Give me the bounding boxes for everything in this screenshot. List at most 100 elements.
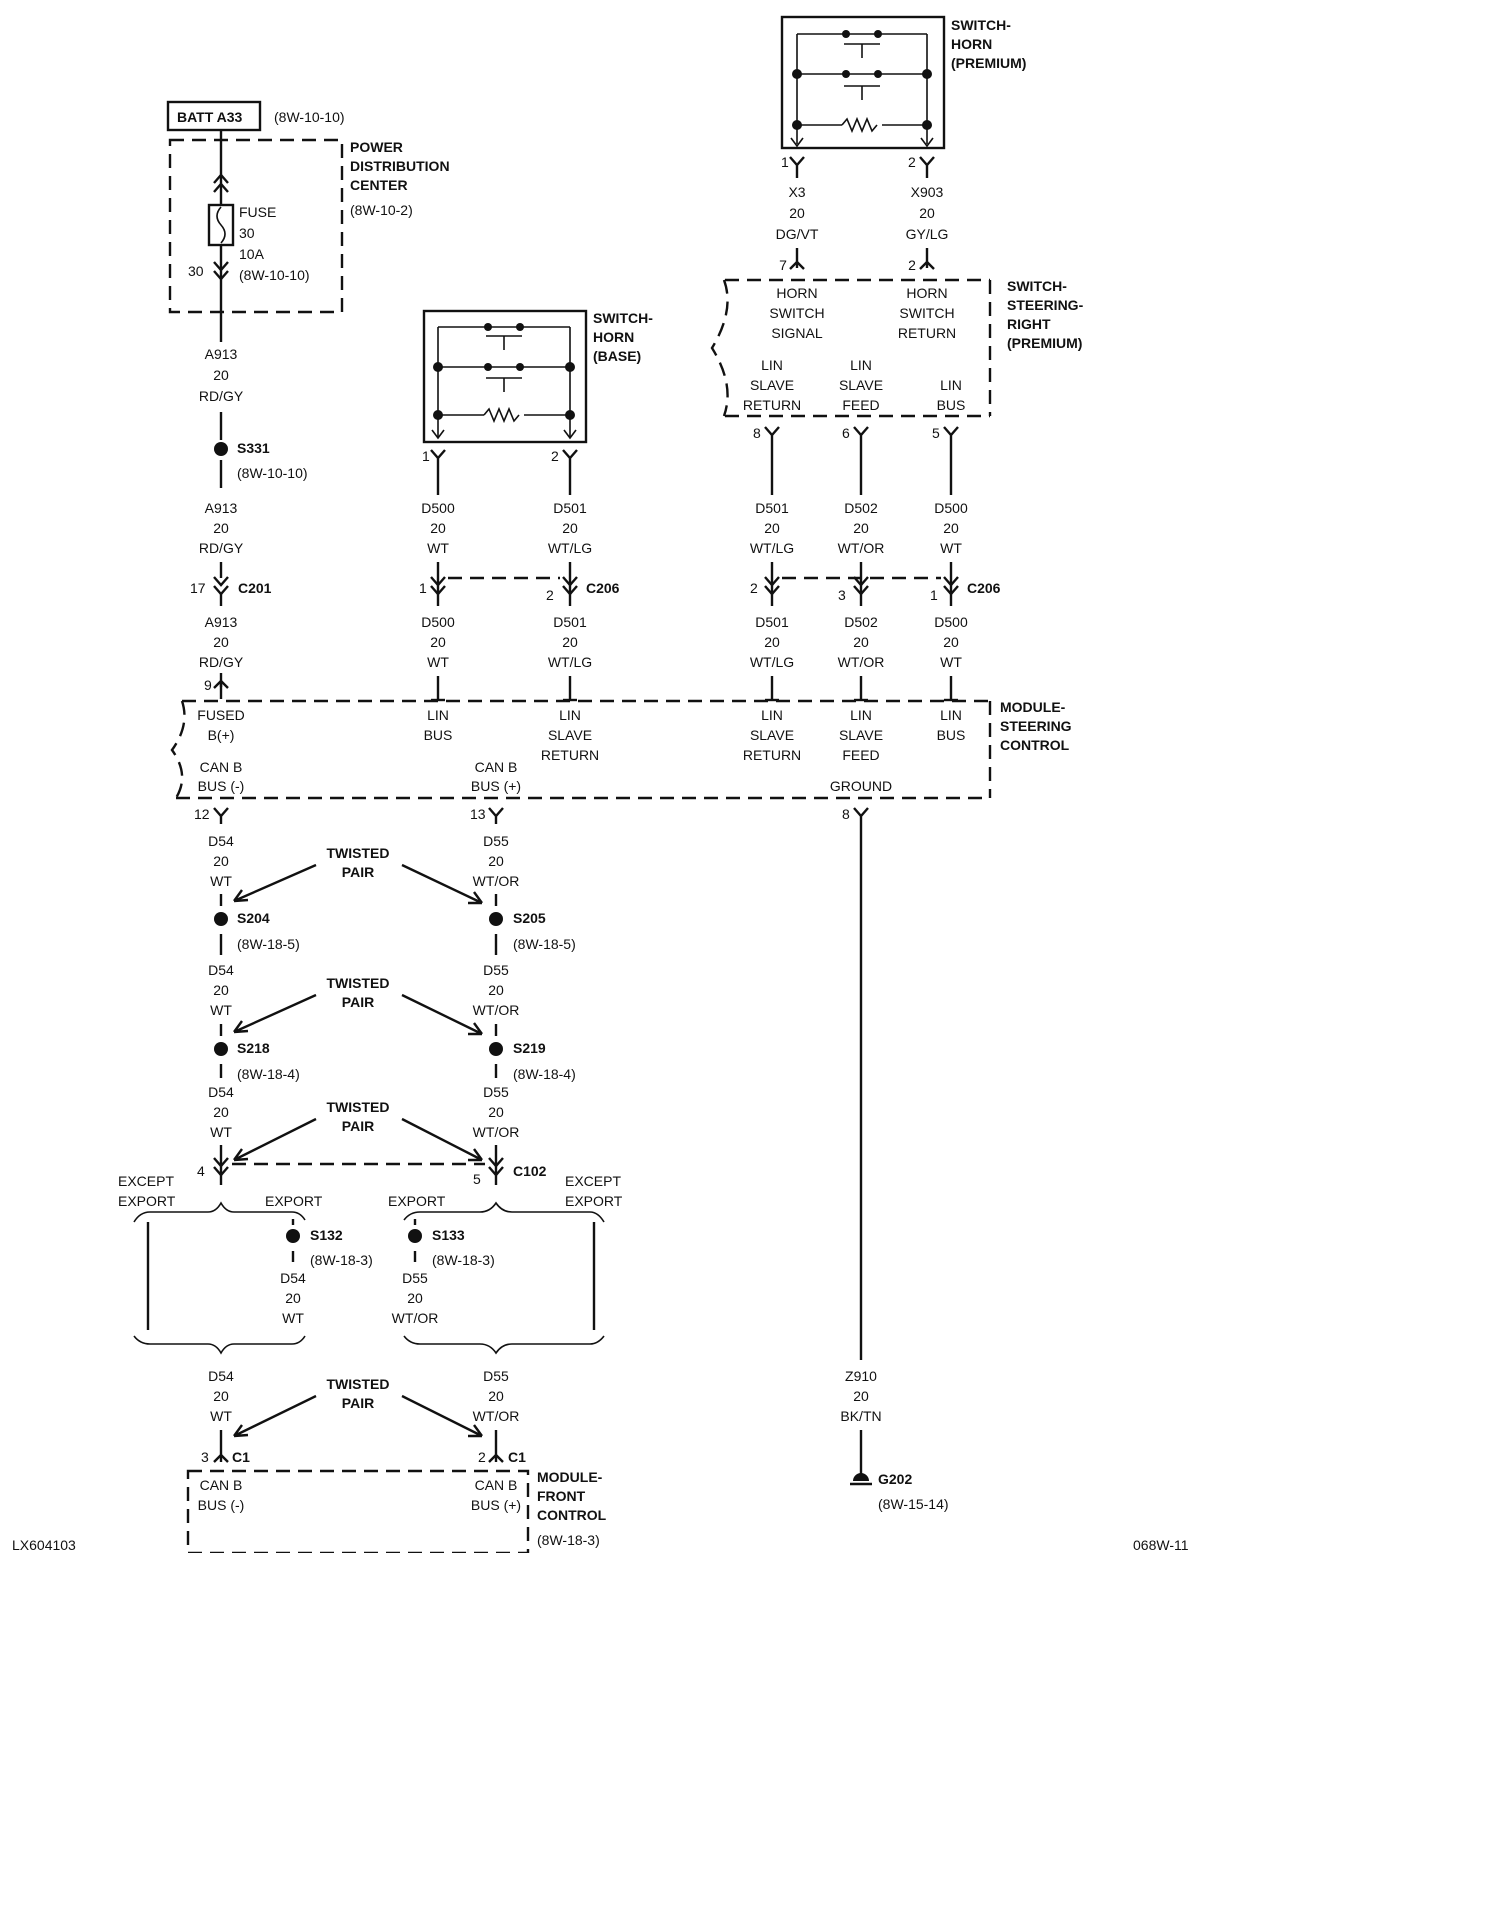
svg-text:FEED: FEED xyxy=(842,397,879,413)
svg-text:20: 20 xyxy=(789,205,805,221)
svg-text:BUS (+): BUS (+) xyxy=(471,1497,521,1513)
svg-text:(8W-18-4): (8W-18-4) xyxy=(513,1066,576,1082)
svg-text:S218: S218 xyxy=(237,1040,270,1056)
svg-text:SLAVE: SLAVE xyxy=(750,727,794,743)
splice-s204: S204 (8W-18-5) xyxy=(214,910,300,955)
svg-text:WT: WT xyxy=(282,1310,304,1326)
svg-text:BUS (-): BUS (-) xyxy=(198,1497,245,1513)
svg-text:(8W-15-14): (8W-15-14) xyxy=(878,1496,949,1512)
svg-text:MODULE-: MODULE- xyxy=(1000,699,1066,715)
wire-d55-seg3: D55 20 WT/OR xyxy=(473,1084,520,1185)
wire-d55-seg4: D55 20 WT/OR xyxy=(473,1368,519,1464)
svg-text:C206: C206 xyxy=(967,580,1001,596)
pdc-title-2: DISTRIBUTION xyxy=(350,158,450,174)
svg-text:TWISTED: TWISTED xyxy=(327,975,390,991)
svg-text:D55: D55 xyxy=(483,962,509,978)
svg-text:WT/OR: WT/OR xyxy=(838,654,885,670)
svg-text:D55: D55 xyxy=(483,1084,509,1100)
svg-text:(PREMIUM): (PREMIUM) xyxy=(1007,335,1082,351)
svg-text:B(+): B(+) xyxy=(208,727,235,743)
svg-text:SLAVE: SLAVE xyxy=(548,727,592,743)
twisted-pair-label-4: TWISTED PAIR xyxy=(233,1376,483,1438)
svg-text:20: 20 xyxy=(853,634,869,650)
wire-d55-export: D55 20 WT/OR xyxy=(392,1270,439,1326)
svg-text:RETURN: RETURN xyxy=(743,397,801,413)
svg-text:WT: WT xyxy=(210,1124,232,1140)
export-right: EXPORT xyxy=(388,1193,446,1209)
wire-d501-base-upper: D501 20 WT/LG xyxy=(548,500,592,556)
svg-text:FEED: FEED xyxy=(842,747,879,763)
svg-text:1: 1 xyxy=(422,448,430,464)
svg-text:C102: C102 xyxy=(513,1163,547,1179)
svg-text:20: 20 xyxy=(764,634,780,650)
svg-text:1: 1 xyxy=(781,154,789,170)
svg-text:(8W-10-10): (8W-10-10) xyxy=(237,465,308,481)
svg-text:WT: WT xyxy=(940,654,962,670)
svg-text:D500: D500 xyxy=(934,500,968,516)
svg-text:2: 2 xyxy=(478,1449,486,1465)
svg-text:20: 20 xyxy=(407,1290,423,1306)
svg-text:20: 20 xyxy=(919,205,935,221)
svg-text:17: 17 xyxy=(190,580,206,596)
svg-text:2: 2 xyxy=(551,448,559,464)
svg-text:6: 6 xyxy=(842,425,850,441)
connector-c206-base: 1 2 C206 xyxy=(419,562,620,606)
svg-text:A913: A913 xyxy=(205,500,238,516)
connector-c102: 4 5 C102 xyxy=(197,1156,547,1187)
svg-text:WT/OR: WT/OR xyxy=(392,1310,439,1326)
twisted-pair-label-1: TWISTED PAIR xyxy=(233,845,483,905)
svg-text:D501: D501 xyxy=(755,500,789,516)
svg-text:G202: G202 xyxy=(878,1471,912,1487)
svg-text:(8W-18-3): (8W-18-3) xyxy=(432,1252,495,1268)
svg-text:8: 8 xyxy=(753,425,761,441)
svg-text:WT/LG: WT/LG xyxy=(750,540,794,556)
svg-text:EXCEPT: EXCEPT xyxy=(118,1173,174,1189)
svg-text:D54: D54 xyxy=(208,962,234,978)
svg-text:FRONT: FRONT xyxy=(537,1488,586,1504)
svg-text:TWISTED: TWISTED xyxy=(327,1376,390,1392)
fuse-number: 30 xyxy=(239,225,255,241)
svg-text:S132: S132 xyxy=(310,1227,343,1243)
svg-text:EXPORT: EXPORT xyxy=(388,1193,446,1209)
svg-text:C206: C206 xyxy=(586,580,620,596)
svg-text:WT/LG: WT/LG xyxy=(548,540,592,556)
resistor-icon xyxy=(483,406,520,424)
wire-d55-seg1: D55 20 WT/OR xyxy=(473,833,519,906)
svg-text:D500: D500 xyxy=(421,614,455,630)
wire-d500-premium-upper: D500 20 WT xyxy=(934,500,968,556)
connector-c201: 17 C201 xyxy=(190,575,272,606)
pdc-pin: 30 xyxy=(188,263,204,279)
wire-d54-seg4: D54 20 WT xyxy=(208,1368,234,1464)
svg-text:(8W-18-3): (8W-18-3) xyxy=(537,1532,600,1548)
svg-text:C201: C201 xyxy=(238,580,272,596)
wire-x903: X903 20 GY/LG 2 xyxy=(906,184,949,273)
svg-text:SWITCH: SWITCH xyxy=(899,305,954,321)
svg-text:BUS (-): BUS (-) xyxy=(198,778,245,794)
svg-text:CAN B: CAN B xyxy=(200,759,243,775)
svg-text:D500: D500 xyxy=(421,500,455,516)
svg-text:(8W-18-3): (8W-18-3) xyxy=(310,1252,373,1268)
svg-text:PAIR: PAIR xyxy=(342,1118,374,1134)
svg-text:TWISTED: TWISTED xyxy=(327,845,390,861)
svg-text:WT/OR: WT/OR xyxy=(473,1124,520,1140)
pdc-title-3: CENTER xyxy=(350,177,408,193)
svg-text:Z910: Z910 xyxy=(845,1368,877,1384)
svg-text:12: 12 xyxy=(194,806,210,822)
svg-text:STEERING-: STEERING- xyxy=(1007,297,1084,313)
svg-text:D502: D502 xyxy=(844,614,878,630)
svg-text:WT/OR: WT/OR xyxy=(838,540,885,556)
svg-text:S133: S133 xyxy=(432,1227,465,1243)
svg-text:20: 20 xyxy=(853,520,869,536)
wire-d501-premium-lower: D501 20 WT/LG xyxy=(750,614,794,702)
wire-z910: Z910 20 BK/TN xyxy=(840,1368,882,1474)
wiring-diagram: BATT A33 (8W-10-10) POWER DISTRIBUTION C… xyxy=(12,15,1189,1553)
svg-text:D54: D54 xyxy=(208,833,234,849)
svg-text:RD/GY: RD/GY xyxy=(199,654,244,670)
svg-text:PAIR: PAIR xyxy=(342,994,374,1010)
svg-text:WT/LG: WT/LG xyxy=(548,654,592,670)
svg-text:S204: S204 xyxy=(237,910,270,926)
svg-text:8: 8 xyxy=(842,806,850,822)
svg-text:PAIR: PAIR xyxy=(342,1395,374,1411)
svg-text:CAN B: CAN B xyxy=(200,1477,243,1493)
splice-s218: S218 (8W-18-4) xyxy=(214,1040,300,1082)
